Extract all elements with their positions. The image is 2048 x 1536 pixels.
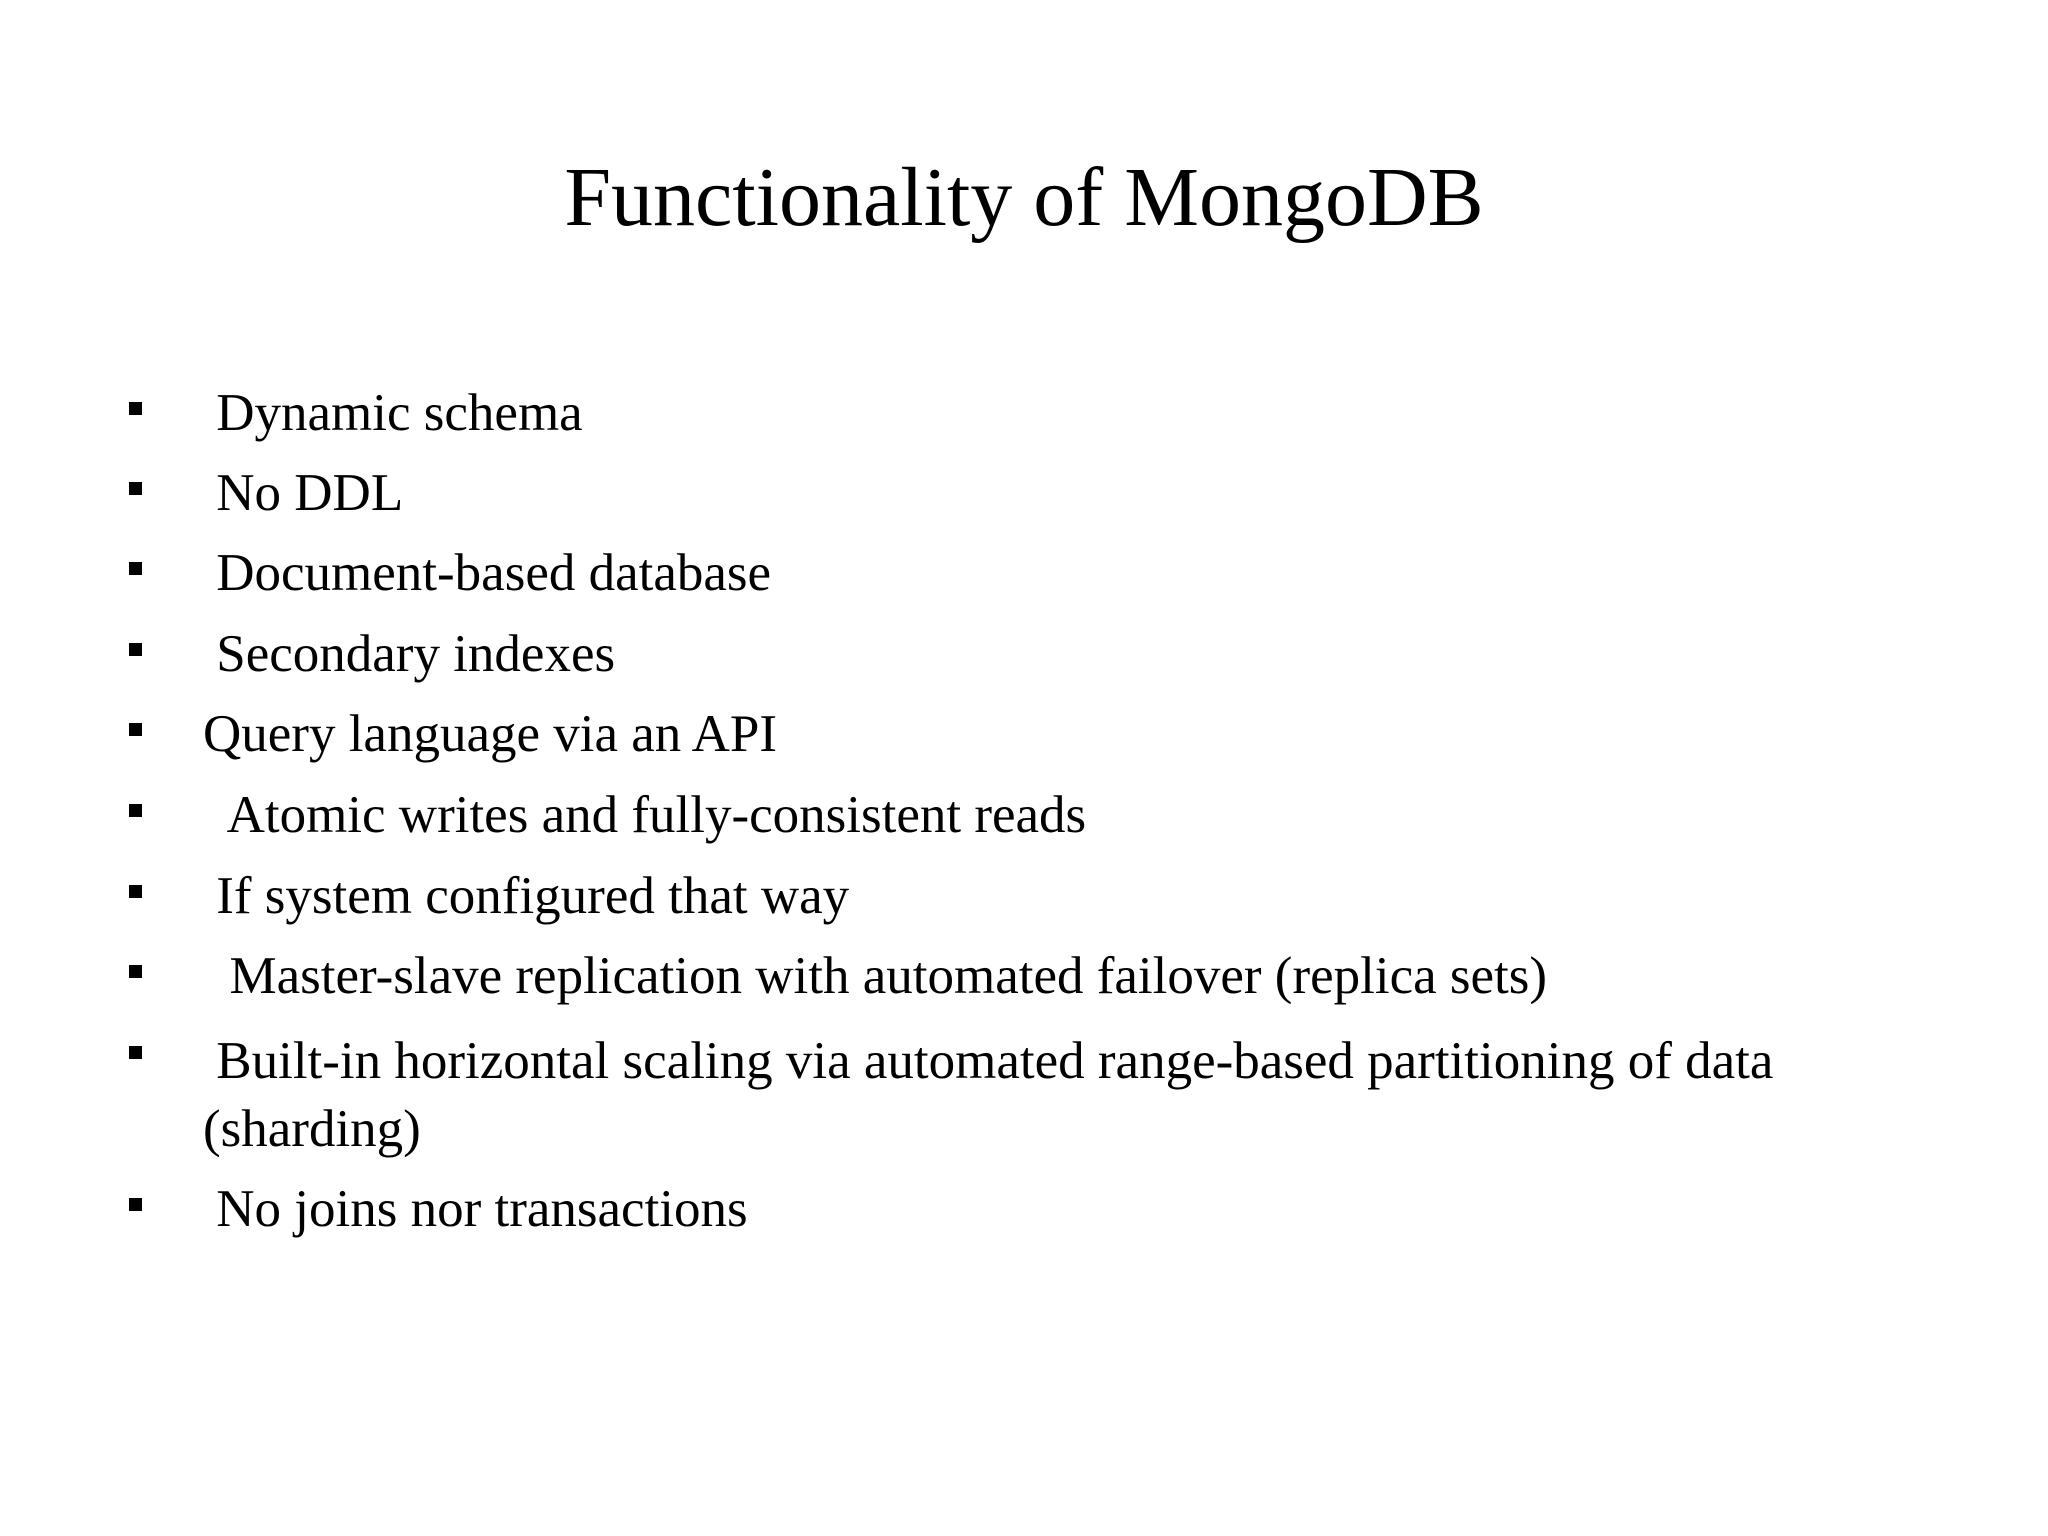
square-bullet-icon <box>129 885 142 898</box>
square-bullet-icon <box>129 482 142 495</box>
square-bullet-icon <box>129 723 142 736</box>
slide-title: Functionality of MongoDB <box>564 151 1484 244</box>
square-bullet-icon <box>129 1046 142 1059</box>
bullet-text: No DDL <box>203 464 404 522</box>
bullet-text: Built-in horizontal scaling via automate… <box>203 1032 1787 1158</box>
bullet-text: Dynamic schema <box>203 384 583 442</box>
bullet-text: Query language via an API <box>203 705 777 763</box>
square-bullet-icon <box>129 643 142 656</box>
square-bullet-icon <box>129 965 142 978</box>
square-bullet-icon <box>129 804 142 817</box>
bullet-text: Document-based database <box>203 544 772 602</box>
square-bullet-icon <box>129 1198 142 1211</box>
square-bullet-icon <box>129 562 142 575</box>
square-bullet-icon <box>129 402 142 415</box>
bullet-text: Secondary indexes <box>203 625 616 683</box>
bullet-text: Master-slave replication with automated … <box>203 947 1548 1005</box>
bullet-text: Atomic writes and fully-consistent reads <box>203 786 1087 844</box>
bullet-text: No joins nor transactions <box>203 1180 748 1238</box>
bullet-text: If system configured that way <box>203 867 850 925</box>
